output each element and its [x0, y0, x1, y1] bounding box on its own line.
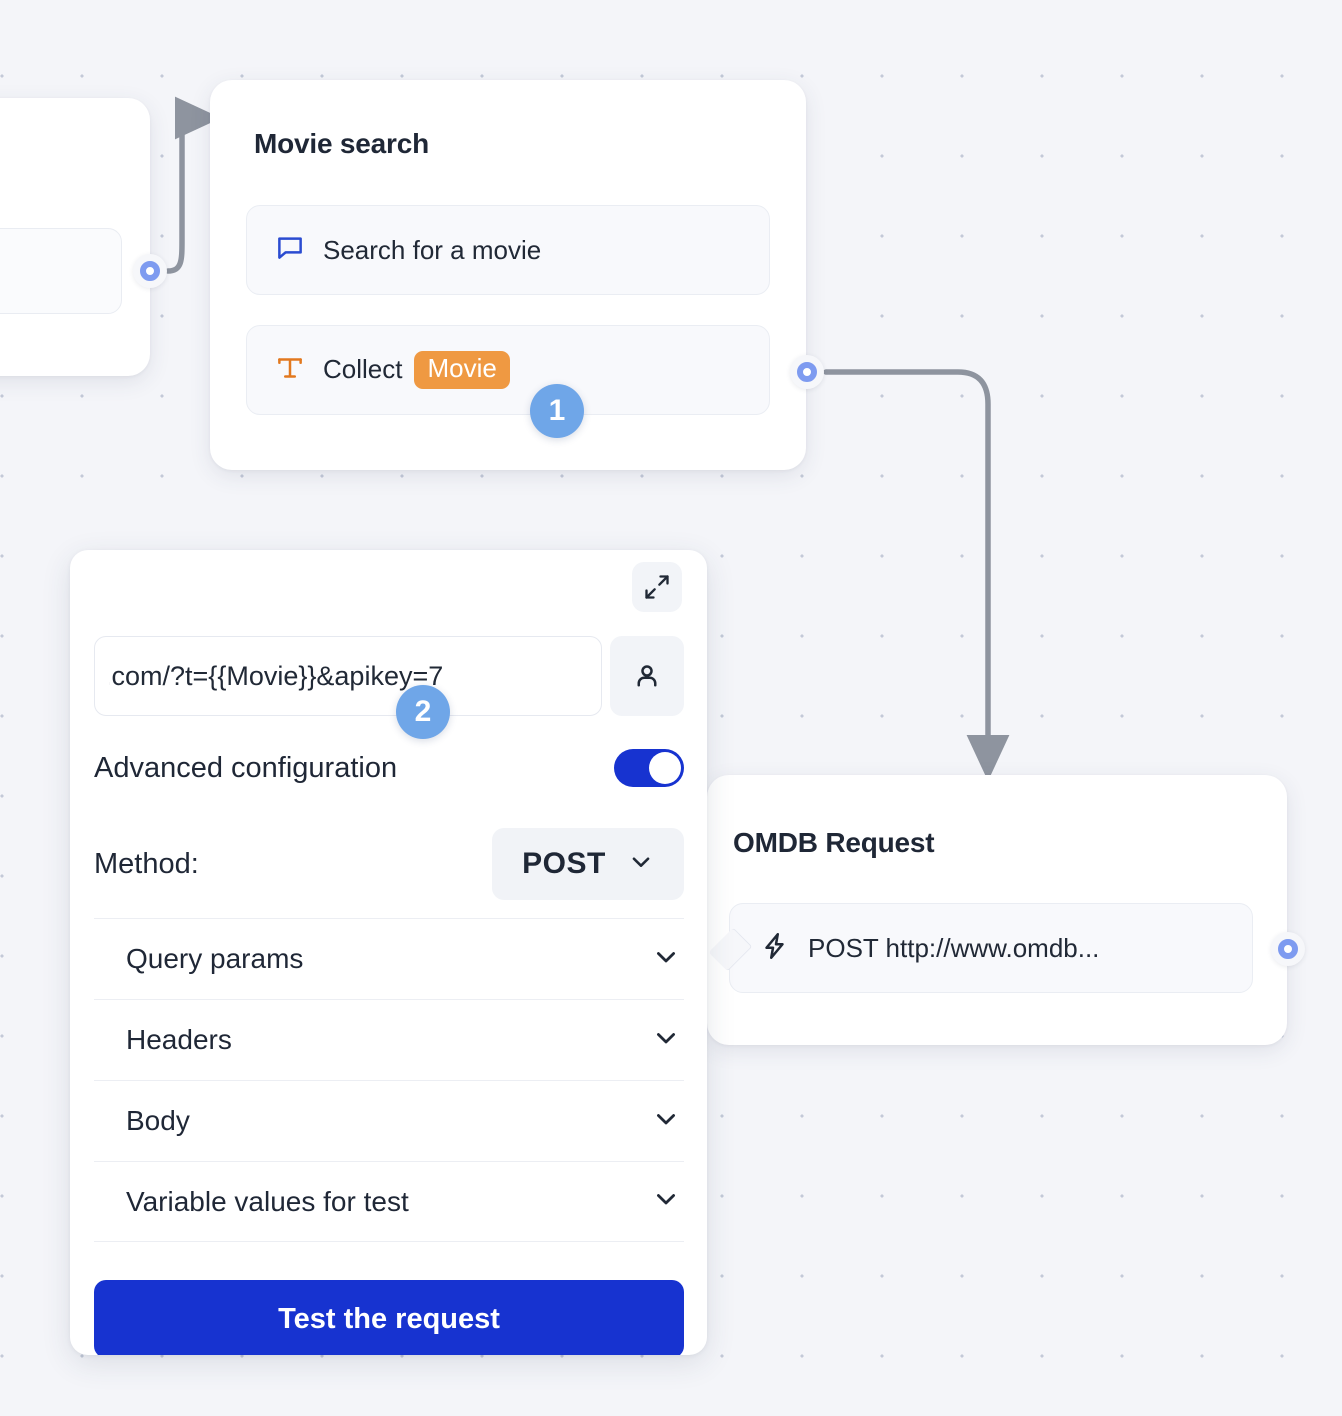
accordion-label: Headers	[126, 1024, 232, 1055]
previous-node-card[interactable]	[0, 98, 150, 376]
previous-node-slot[interactable]	[0, 228, 122, 314]
node-omdb-request[interactable]: OMDB Request POST http://www.omdb...	[707, 775, 1287, 1045]
accordion-item-variable-values-for-test[interactable]: Variable values for test	[94, 1161, 684, 1242]
person-icon[interactable]	[610, 636, 684, 716]
accordion-item-body[interactable]: Body	[94, 1080, 684, 1161]
method-select[interactable]: POST	[492, 828, 684, 900]
accordion-item-headers[interactable]: Headers	[94, 999, 684, 1080]
toggle-knob	[649, 752, 681, 784]
port-previous-node-output[interactable]	[133, 254, 167, 288]
chevron-down-icon[interactable]	[652, 1024, 680, 1057]
method-value: POST	[522, 847, 606, 880]
slot-connector-notch	[708, 927, 753, 972]
accordion-label: Variable values for test	[126, 1185, 409, 1217]
method-label: Method:	[94, 847, 199, 880]
chevron-down-icon[interactable]	[652, 1105, 680, 1138]
url-row[interactable]	[94, 636, 684, 716]
variable-chip-movie[interactable]: Movie	[414, 351, 510, 389]
port-movie-search-output[interactable]	[790, 355, 824, 389]
slot-label: Collect Movie	[323, 351, 510, 389]
request-configuration-panel[interactable]: Advanced configuration Method: POST Quer…	[70, 550, 707, 1355]
request-url-input[interactable]	[94, 636, 602, 716]
accordion-sections: Query params Headers Body	[94, 918, 684, 1242]
test-the-request-button[interactable]: Test the request	[94, 1280, 684, 1355]
accordion-item-query-params[interactable]: Query params	[94, 918, 684, 999]
chevron-down-icon[interactable]	[652, 943, 680, 976]
page-title-movie-search: Movie search	[254, 128, 430, 159]
advanced-configuration-toggle[interactable]	[614, 749, 684, 787]
slot-label: Search for a movie	[323, 234, 542, 265]
step-badge-1: 1	[530, 384, 584, 438]
slot-post-request[interactable]: POST http://www.omdb...	[708, 903, 1253, 993]
advanced-configuration-row[interactable]: Advanced configuration	[94, 742, 684, 794]
speech-bubble-icon	[275, 233, 305, 268]
slot-label: POST http://www.omdb...	[808, 932, 1100, 963]
page-title-omdb-request: OMDB Request	[733, 827, 935, 858]
advanced-configuration-label: Advanced configuration	[94, 751, 398, 784]
accordion-label: Query params	[126, 943, 304, 974]
method-row: Method: POST	[94, 828, 684, 900]
slot-search-for-a-movie[interactable]: Search for a movie	[246, 205, 770, 295]
chevron-down-icon[interactable]	[652, 1185, 680, 1218]
accordion-label: Body	[126, 1105, 190, 1136]
expand-diagonal-icon[interactable]	[632, 562, 682, 612]
lightning-bolt-icon	[760, 931, 790, 966]
node-movie-search[interactable]: Movie search Search for a movie Collect …	[210, 80, 806, 470]
chevron-down-icon	[628, 849, 654, 880]
text-t-icon	[275, 353, 305, 388]
port-omdb-request-output[interactable]	[1271, 932, 1305, 966]
slot-label-text: Collect	[323, 354, 403, 385]
step-badge-2: 2	[396, 685, 450, 739]
slot-collect-movie[interactable]: Collect Movie	[246, 325, 770, 415]
